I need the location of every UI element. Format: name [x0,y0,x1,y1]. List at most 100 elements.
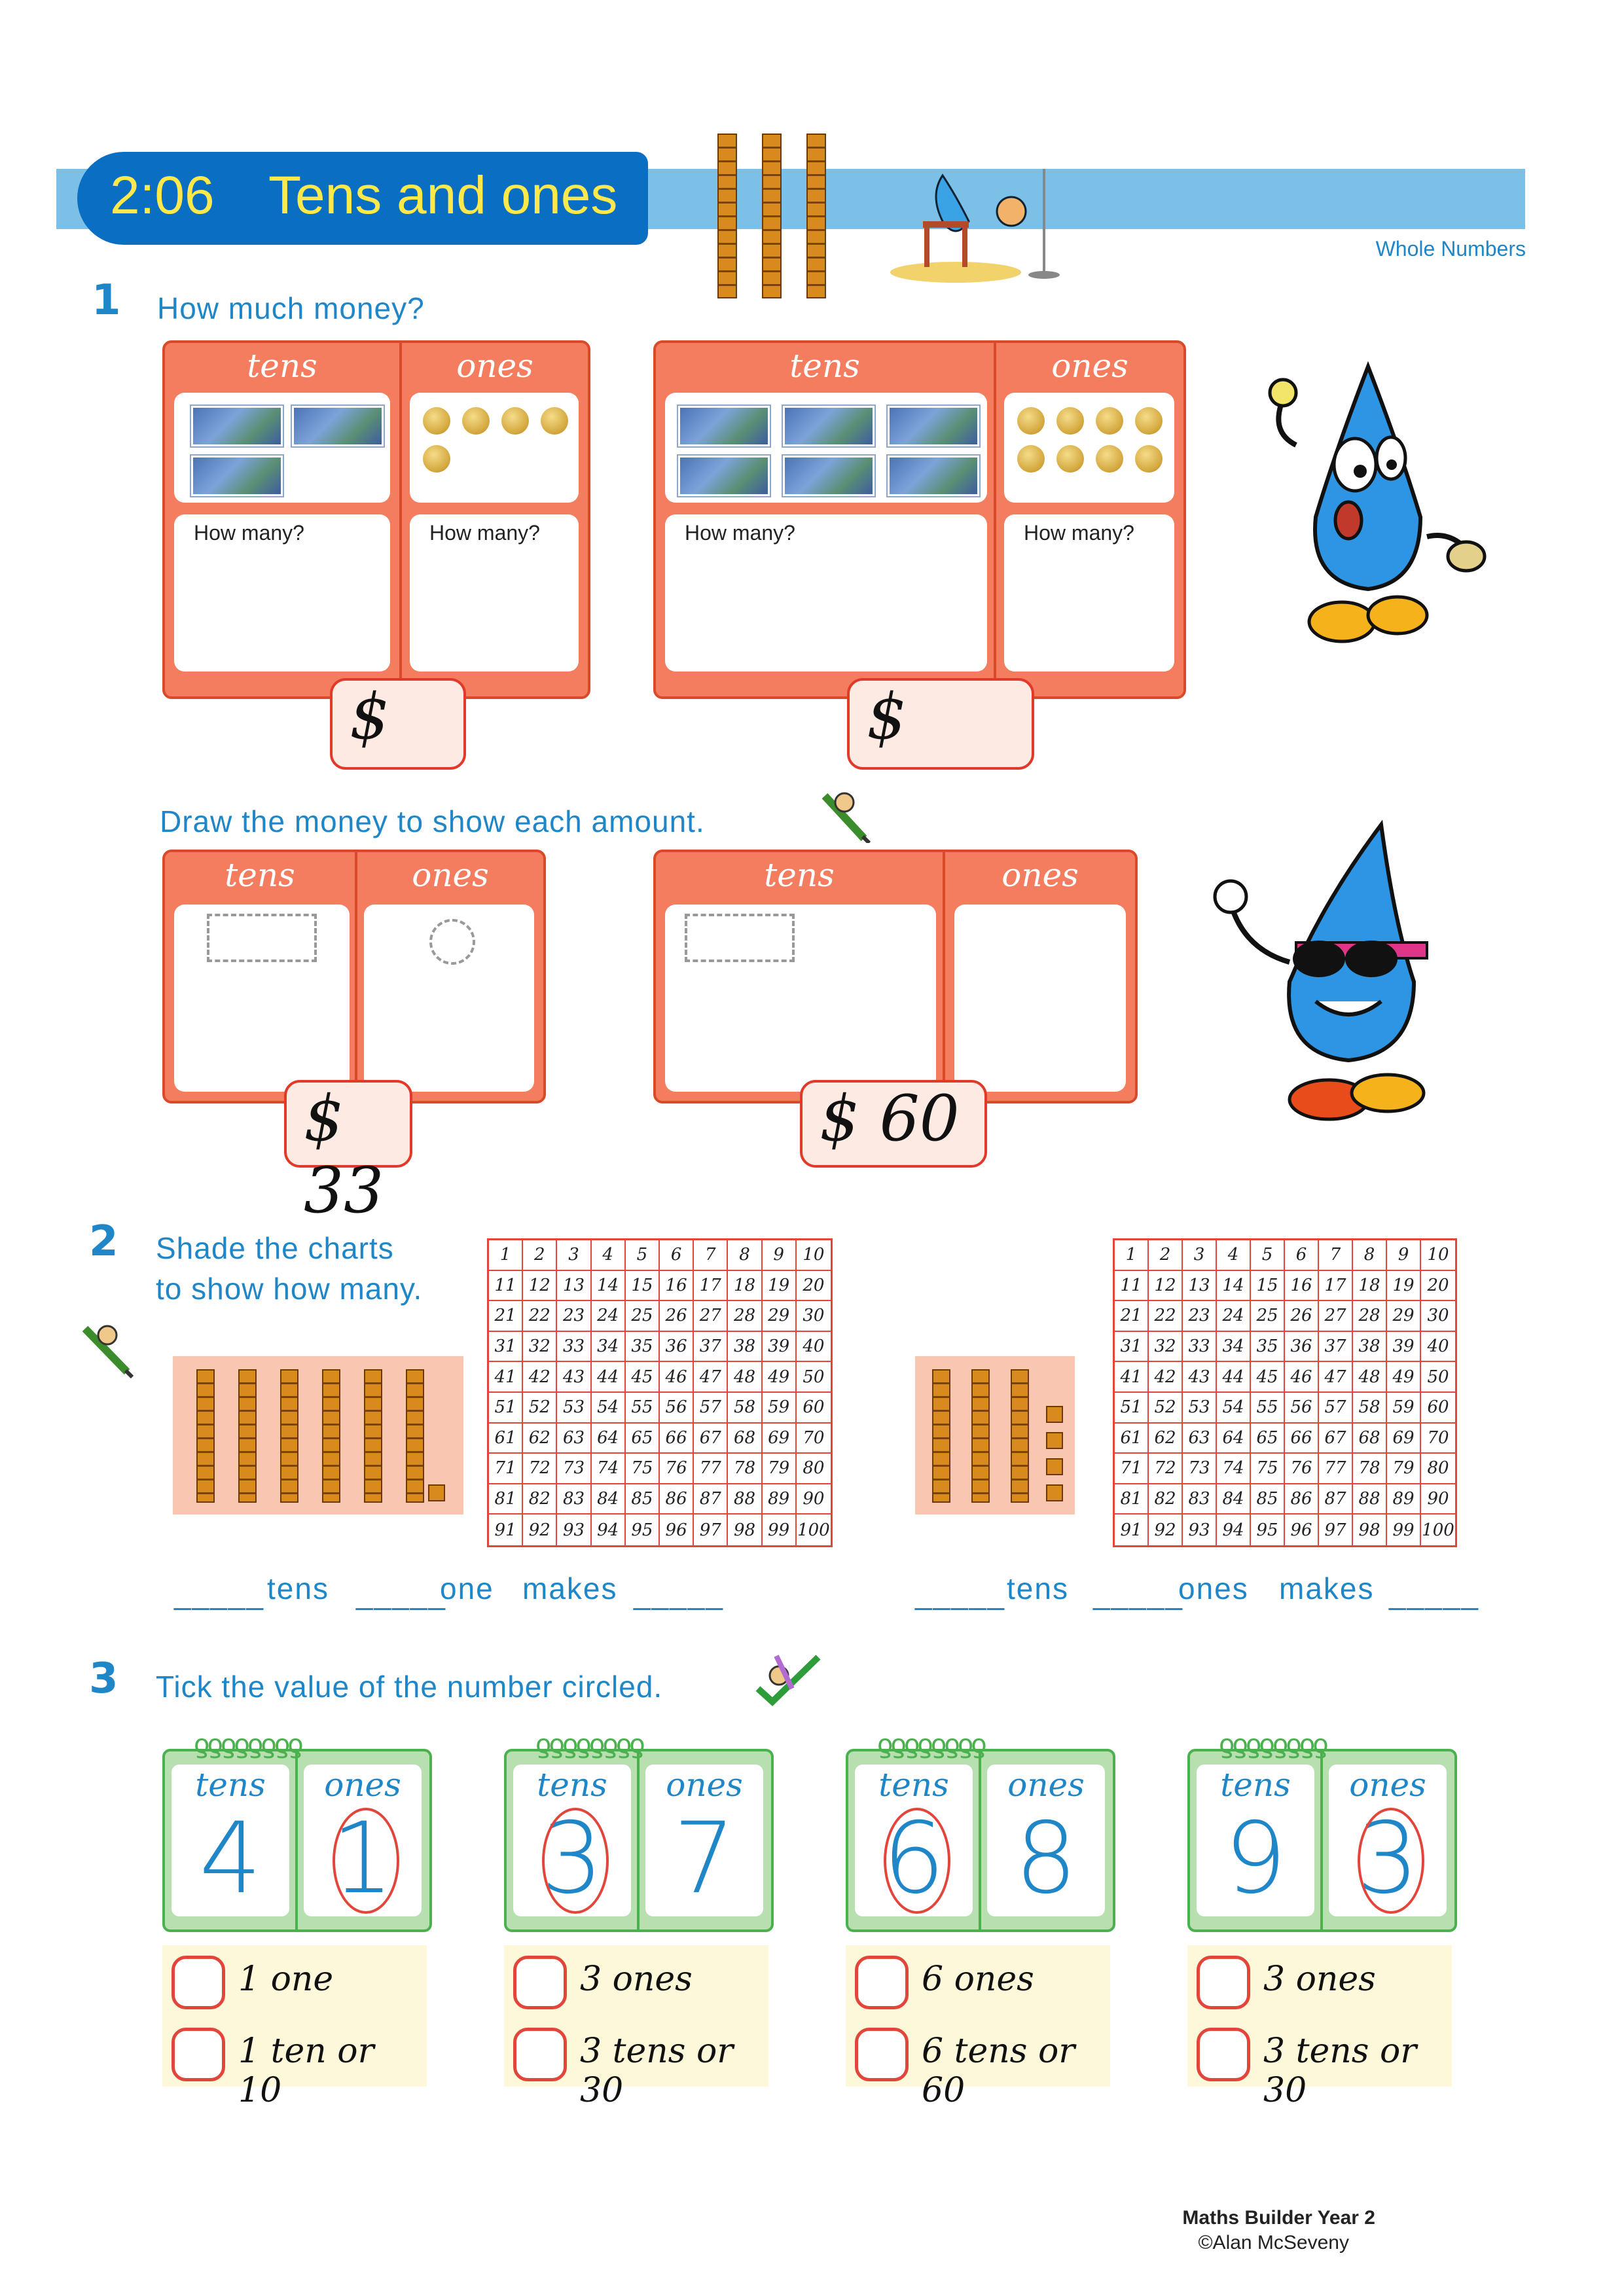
chart-cell[interactable]: 4 [591,1240,626,1271]
chart-cell[interactable]: 71 [1115,1454,1149,1484]
chart-cell[interactable]: 71 [489,1454,524,1484]
chart-cell[interactable]: 19 [762,1270,797,1302]
chart-cell[interactable]: 28 [728,1301,763,1332]
ones-answer-cell[interactable]: How many? [1004,514,1174,672]
chart-cell[interactable]: 34 [1217,1331,1251,1363]
chart-cell[interactable]: 28 [1353,1301,1387,1332]
chart-cell[interactable]: 5 [1251,1240,1285,1271]
chart-cell[interactable]: 83 [1183,1484,1217,1515]
chart-cell[interactable]: 99 [1387,1515,1421,1545]
chart-cell[interactable]: 38 [728,1331,763,1363]
chart-cell[interactable]: 75 [1251,1454,1285,1484]
chart-cell[interactable]: 96 [660,1515,695,1545]
chart-cell[interactable]: 53 [557,1392,592,1424]
chart-cell[interactable]: 26 [1285,1301,1319,1332]
chart-cell[interactable]: 13 [1183,1270,1217,1302]
fill-blank-total-a[interactable]: _____ [634,1577,724,1611]
chart-cell[interactable]: 69 [1387,1423,1421,1454]
chart-cell[interactable]: 94 [592,1515,626,1545]
chart-cell[interactable]: 67 [1319,1423,1353,1454]
chart-cell[interactable]: 38 [1353,1331,1387,1363]
chart-cell[interactable]: 11 [489,1270,524,1302]
chart-cell[interactable]: 27 [1319,1301,1353,1332]
chart-cell[interactable]: 62 [523,1423,558,1454]
chart-cell[interactable]: 2 [1149,1240,1183,1271]
chart-cell[interactable]: 32 [523,1331,558,1363]
tick-box-option-2[interactable] [513,2028,567,2081]
chart-cell[interactable]: 1 [489,1240,524,1271]
chart-cell[interactable]: 47 [694,1362,729,1393]
chart-cell[interactable]: 24 [591,1301,626,1332]
chart-cell[interactable]: 88 [728,1484,763,1515]
chart-cell[interactable]: 40 [796,1332,831,1363]
chart-cell[interactable]: 69 [762,1423,797,1454]
chart-cell[interactable]: 37 [1319,1331,1353,1363]
chart-cell[interactable]: 32 [1149,1331,1183,1363]
chart-cell[interactable]: 13 [557,1270,592,1302]
chart-cell[interactable]: 85 [1251,1484,1285,1515]
chart-cell[interactable]: 5 [625,1240,660,1271]
chart-cell[interactable]: 93 [557,1515,592,1545]
draw-ones-cell[interactable] [364,905,534,1092]
chart-cell[interactable]: 50 [1421,1362,1455,1393]
chart-cell[interactable]: 59 [762,1392,797,1424]
chart-cell[interactable]: 86 [660,1484,695,1515]
chart-cell[interactable]: 46 [1285,1362,1319,1393]
chart-cell[interactable]: 30 [1421,1301,1455,1332]
chart-cell[interactable]: 64 [591,1423,626,1454]
chart-cell[interactable]: 52 [1149,1392,1183,1424]
chart-cell[interactable]: 31 [489,1331,524,1363]
chart-cell[interactable]: 96 [1285,1515,1319,1545]
chart-cell[interactable]: 97 [694,1515,729,1545]
chart-cell[interactable]: 60 [796,1393,831,1424]
chart-cell[interactable]: 78 [728,1454,763,1484]
chart-cell[interactable]: 8 [1353,1240,1387,1271]
chart-cell[interactable]: 98 [728,1515,763,1545]
chart-cell[interactable]: 68 [728,1423,763,1454]
chart-cell[interactable]: 80 [1421,1454,1455,1484]
chart-cell[interactable]: 17 [694,1270,729,1302]
fill-blank-tens-b[interactable]: _____ [915,1577,1005,1611]
chart-cell[interactable]: 90 [796,1484,831,1515]
chart-cell[interactable]: 61 [489,1423,524,1454]
chart-cell[interactable]: 43 [557,1362,592,1393]
chart-cell[interactable]: 49 [762,1362,797,1393]
chart-cell[interactable]: 44 [1217,1362,1251,1393]
chart-cell[interactable]: 70 [1421,1424,1455,1454]
chart-cell[interactable]: 74 [591,1454,626,1484]
chart-cell[interactable]: 14 [1217,1270,1251,1302]
chart-cell[interactable]: 6 [1285,1240,1319,1271]
chart-cell[interactable]: 48 [728,1362,763,1393]
chart-cell[interactable]: 49 [1387,1362,1421,1393]
chart-cell[interactable]: 65 [625,1423,660,1454]
chart-cell[interactable]: 79 [1387,1454,1421,1484]
tick-box-option-2[interactable] [1197,2028,1250,2081]
chart-cell[interactable]: 98 [1353,1515,1387,1545]
chart-cell[interactable]: 14 [591,1270,626,1302]
chart-cell[interactable]: 3 [1183,1240,1217,1271]
chart-cell[interactable]: 20 [796,1271,831,1302]
total-answer-box-b[interactable]: $ [847,678,1034,770]
chart-cell[interactable]: 15 [1251,1270,1285,1302]
chart-cell[interactable]: 70 [796,1424,831,1454]
draw-tens-cell[interactable] [665,905,936,1092]
tick-box-option-1[interactable] [171,1956,225,2009]
fill-blank-total-b[interactable]: _____ [1389,1577,1479,1611]
chart-cell[interactable]: 36 [1285,1331,1319,1363]
chart-cell[interactable]: 92 [1149,1515,1183,1545]
chart-cell[interactable]: 73 [557,1454,592,1484]
chart-cell[interactable]: 25 [625,1301,660,1332]
chart-cell[interactable]: 18 [1353,1270,1387,1302]
chart-cell[interactable]: 82 [1149,1484,1183,1515]
chart-cell[interactable]: 17 [1319,1270,1353,1302]
chart-cell[interactable]: 10 [796,1240,831,1271]
chart-cell[interactable]: 33 [1183,1331,1217,1363]
chart-cell[interactable]: 75 [625,1454,660,1484]
tick-box-option-1[interactable] [855,1956,909,2009]
chart-cell[interactable]: 21 [489,1301,524,1332]
chart-cell[interactable]: 29 [762,1301,797,1332]
chart-cell[interactable]: 64 [1217,1423,1251,1454]
chart-cell[interactable]: 22 [1149,1301,1183,1332]
chart-cell[interactable]: 23 [557,1301,592,1332]
